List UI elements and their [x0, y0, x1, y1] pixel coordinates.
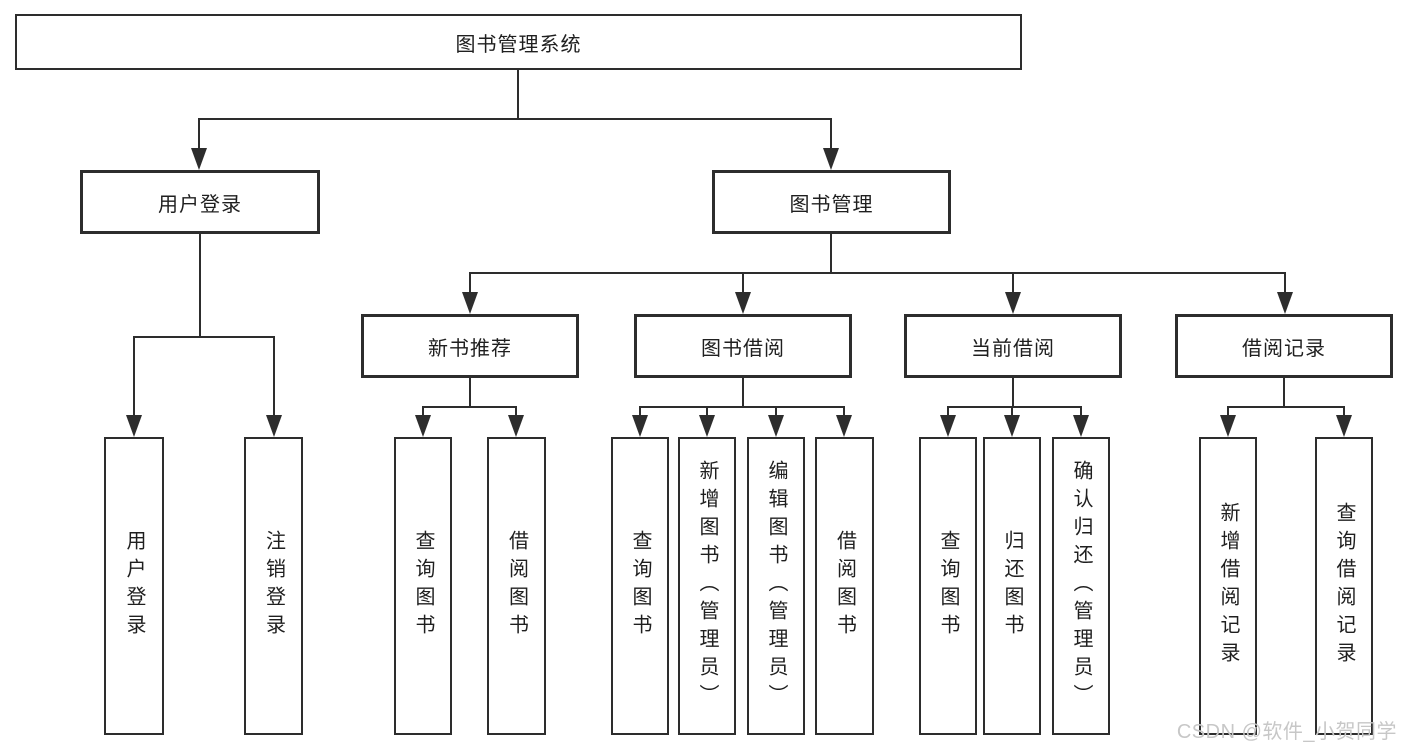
leaf-label: 查询借阅记录	[1333, 502, 1355, 670]
node-current-borrow: 当前借阅	[904, 314, 1122, 378]
connector-line	[830, 234, 832, 274]
connector-line	[1012, 272, 1014, 294]
connector-line	[1284, 272, 1286, 294]
node-book-borrow: 图书借阅	[634, 314, 852, 378]
connector-line	[1080, 406, 1082, 418]
arrow-down-icon	[191, 148, 207, 170]
node-library-system: 图书管理系统	[15, 14, 1022, 70]
leaf-user-login: 用户登录	[104, 437, 164, 735]
connector-line	[422, 406, 517, 408]
leaf-label: 用户登录	[123, 530, 145, 642]
connector-line	[1227, 406, 1345, 408]
leaf-label: 归还图书	[1001, 530, 1023, 642]
leaf-add-borrow-record: 新增借阅记录	[1199, 437, 1257, 735]
leaf-return-books: 归还图书	[983, 437, 1041, 735]
connector-line	[1012, 378, 1014, 408]
connector-line	[947, 406, 1082, 408]
leaf-label: 查询图书	[629, 530, 651, 642]
leaf-label: 借阅图书	[833, 530, 856, 642]
leaf-query-books-current: 查询图书	[919, 437, 977, 735]
connector-line	[1343, 406, 1345, 418]
connector-line	[133, 336, 135, 418]
arrow-down-icon	[632, 415, 648, 437]
leaf-label: 新增图书（管理员）	[696, 460, 718, 712]
connector-line	[1011, 406, 1013, 418]
leaf-add-books-admin: 新增图书（管理员）	[678, 437, 736, 735]
arrow-down-icon	[1073, 415, 1089, 437]
leaf-query-books-borrow: 查询图书	[611, 437, 669, 735]
connector-line	[517, 69, 519, 119]
arrow-down-icon	[1336, 415, 1352, 437]
connector-line	[273, 336, 275, 418]
connector-line	[742, 272, 744, 294]
leaf-borrow-books: 借阅图书	[815, 437, 874, 735]
leaf-logout: 注销登录	[244, 437, 303, 735]
leaf-edit-books-admin: 编辑图书（管理员）	[747, 437, 805, 735]
arrow-down-icon	[1005, 292, 1021, 314]
connector-line	[775, 406, 777, 418]
leaf-label: 注销登录	[262, 530, 285, 642]
connector-line	[515, 406, 517, 418]
arrow-down-icon	[836, 415, 852, 437]
connector-line	[843, 406, 845, 418]
connector-line	[742, 378, 744, 408]
connector-line	[947, 406, 949, 418]
connector-line	[469, 272, 1286, 274]
watermark-text: CSDN @软件_小贺同学	[1176, 721, 1397, 743]
connector-line	[639, 406, 845, 408]
arrow-down-icon	[768, 415, 784, 437]
arrow-down-icon	[126, 415, 142, 437]
node-label: 图书管理	[789, 193, 874, 216]
leaf-label: 查询图书	[937, 530, 959, 642]
arrow-down-icon	[462, 292, 478, 314]
arrow-down-icon	[1277, 292, 1293, 314]
connector-line	[198, 118, 832, 120]
connector-line	[198, 118, 200, 152]
node-new-book-recommend: 新书推荐	[361, 314, 579, 378]
arrow-down-icon	[823, 148, 839, 170]
node-label: 借阅记录	[1242, 337, 1326, 360]
node-label: 用户登录	[158, 193, 242, 216]
leaf-label: 借阅图书	[505, 530, 528, 642]
arrow-down-icon	[735, 292, 751, 314]
connector-line	[830, 118, 832, 152]
connector-line	[706, 406, 708, 418]
leaf-label: 编辑图书（管理员）	[765, 460, 787, 712]
node-label: 新书推荐	[428, 337, 512, 360]
connector-line	[1227, 406, 1229, 418]
leaf-label: 查询图书	[412, 530, 434, 642]
arrow-down-icon	[940, 415, 956, 437]
node-label: 图书借阅	[701, 337, 785, 360]
connector-line	[133, 336, 275, 338]
leaf-confirm-return-admin: 确认归还（管理员）	[1052, 437, 1110, 735]
connector-line	[199, 234, 201, 338]
leaf-label: 确认归还（管理员）	[1070, 460, 1092, 712]
leaf-label: 新增借阅记录	[1217, 502, 1239, 670]
connector-line	[639, 406, 641, 418]
arrow-down-icon	[266, 415, 282, 437]
node-borrow-records: 借阅记录	[1175, 314, 1393, 378]
leaf-query-books-recommend: 查询图书	[394, 437, 452, 735]
node-user-login: 用户登录	[80, 170, 320, 234]
arrow-down-icon	[1004, 415, 1020, 437]
node-label: 图书管理系统	[455, 33, 582, 56]
connector-line	[422, 406, 424, 418]
connector-line	[1283, 378, 1285, 408]
arrow-down-icon	[1220, 415, 1236, 437]
leaf-borrow-books-recommend: 借阅图书	[487, 437, 546, 735]
node-label: 当前借阅	[971, 337, 1055, 360]
leaf-query-borrow-record: 查询借阅记录	[1315, 437, 1373, 735]
connector-line	[469, 378, 471, 408]
node-book-management: 图书管理	[712, 170, 951, 234]
arrow-down-icon	[699, 415, 715, 437]
arrow-down-icon	[415, 415, 431, 437]
arrow-down-icon	[508, 415, 524, 437]
connector-line	[469, 272, 471, 294]
